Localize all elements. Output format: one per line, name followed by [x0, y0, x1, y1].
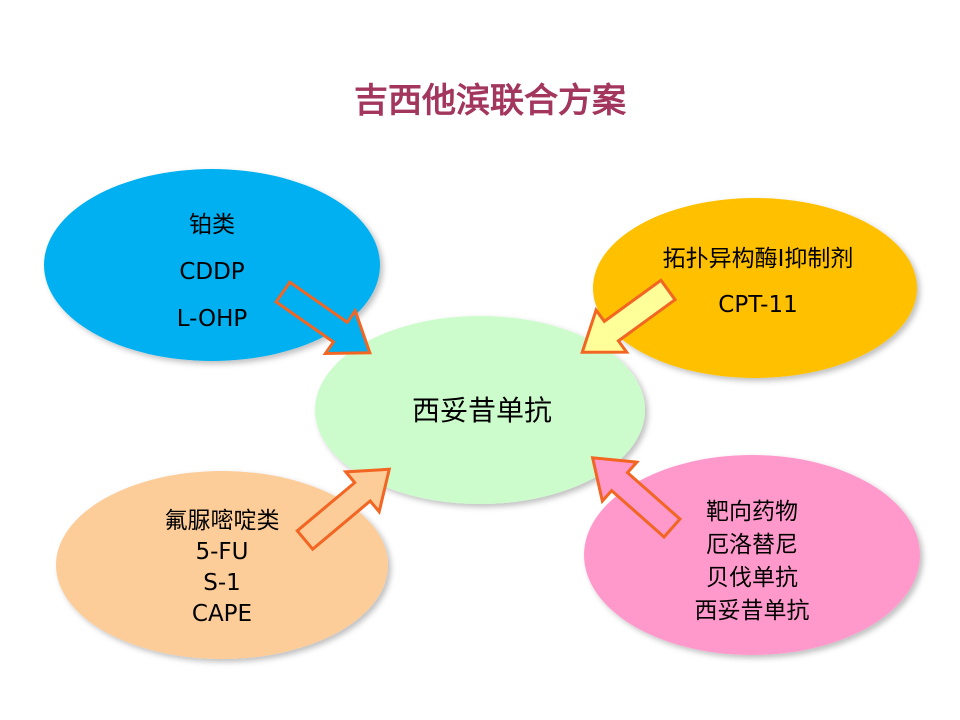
- arrow-platinum-to-center: [274, 280, 372, 355]
- fluoropyrimidine-line: 5-FU: [196, 539, 249, 565]
- arrow-targeted-to-center: [590, 456, 683, 540]
- platinum-line: 铂类: [189, 212, 235, 238]
- fluoropyrimidine-line: 氟脲嘧啶类: [165, 508, 280, 534]
- arrow-fluoropyrimidine-to-center: [295, 467, 392, 552]
- targeted-line: 厄洛替尼: [706, 532, 798, 558]
- center-ellipse: [315, 316, 645, 504]
- topoisomerase-ellipse: [593, 198, 917, 378]
- platinum-line: L-OHP: [177, 306, 248, 332]
- targeted-ellipse: [584, 455, 920, 655]
- center-label: 西妥昔单抗: [412, 394, 552, 427]
- targeted-line: 靶向药物: [706, 499, 798, 525]
- topoisomerase-line: 拓扑异构酶Ⅰ抑制剂: [663, 246, 854, 272]
- fluoropyrimidine-line: CAPE: [192, 601, 252, 627]
- targeted-line: 贝伐单抗: [706, 565, 798, 591]
- fluoropyrimidine-line: S-1: [203, 570, 241, 596]
- platinum-line: CDDP: [179, 259, 244, 285]
- topoisomerase-line: CPT-11: [718, 292, 797, 318]
- page-title: 吉西他滨联合方案: [354, 81, 627, 121]
- targeted-line: 西妥昔单抗: [695, 598, 810, 624]
- arrow-topoisomerase-to-center: [580, 278, 678, 354]
- fluoropyrimidine-ellipse: [56, 471, 388, 659]
